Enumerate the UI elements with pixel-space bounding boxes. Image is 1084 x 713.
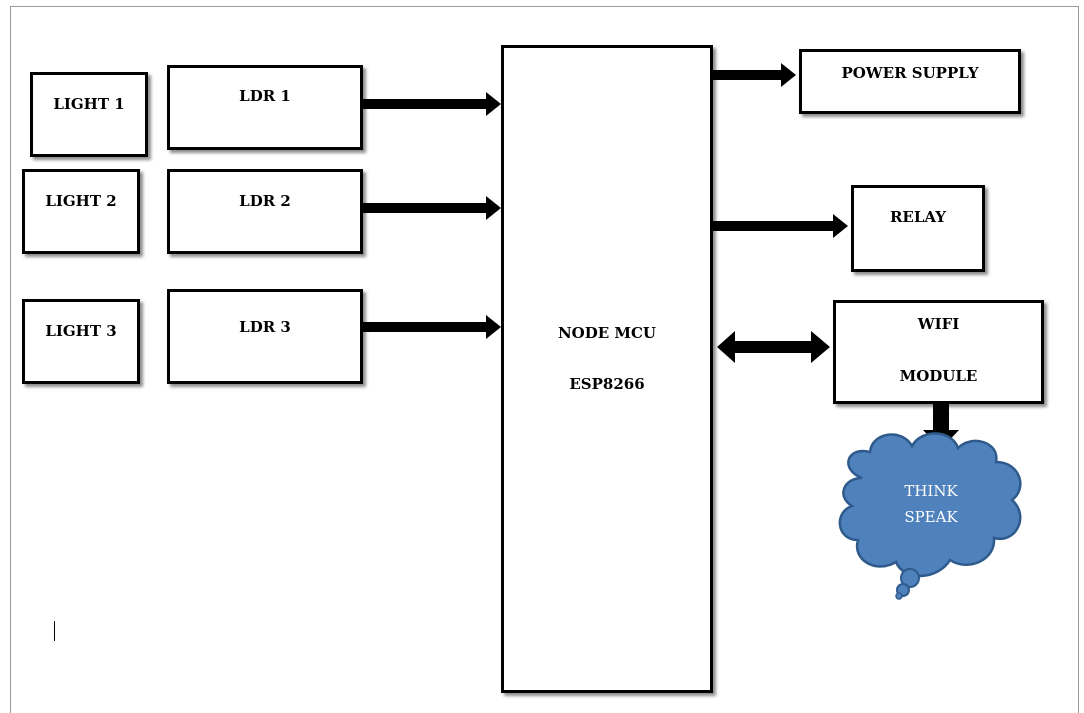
ldr-1-label: LDR 1: [239, 87, 291, 105]
relay-box: RELAY: [851, 185, 985, 272]
module-label: MODULE: [899, 367, 978, 385]
light-2-label: LIGHT 2: [45, 192, 117, 210]
arrow-mcu-to-power: [713, 63, 796, 87]
light-3-label: LIGHT 3: [45, 322, 117, 340]
cloud-bubble-large: [900, 568, 920, 588]
arrow-ldr2-to-mcu: [363, 196, 501, 220]
cloud-label-think: THINK: [904, 482, 958, 500]
power-supply-label: POWER SUPPLY: [841, 64, 979, 82]
page-frame: [10, 6, 1079, 713]
ldr-2-box: LDR 2: [167, 169, 363, 254]
node-mcu-box: NODE MCU ESP8266: [501, 45, 713, 693]
arrow-ldr3-to-mcu: [363, 315, 501, 339]
ldr-3-label: LDR 3: [239, 318, 291, 336]
arrow-mcu-to-relay: [713, 214, 848, 238]
light-3-box: LIGHT 3: [22, 299, 140, 384]
cloud-shape: [838, 432, 1022, 578]
arrow-mcu-wifi-bidirectional: [717, 331, 830, 363]
ldr-1-box: LDR 1: [167, 65, 363, 150]
power-supply-box: POWER SUPPLY: [799, 49, 1021, 114]
thinkspeak-cloud: THINK SPEAK: [838, 432, 1022, 600]
node-mcu-label: NODE MCU: [557, 324, 657, 342]
wifi-label: WIFI: [917, 315, 960, 333]
esp8266-label: ESP8266: [569, 375, 645, 393]
arrow-ldr1-to-mcu: [363, 92, 501, 116]
light-1-label: LIGHT 1: [53, 95, 125, 113]
light-1-box: LIGHT 1: [30, 72, 148, 157]
relay-label: RELAY: [889, 208, 947, 226]
ldr-2-label: LDR 2: [239, 192, 291, 210]
cloud-label-speak: SPEAK: [904, 508, 958, 526]
cloud-bubble-tiny: [895, 592, 903, 600]
wifi-module-box: WIFI MODULE: [833, 300, 1044, 404]
ldr-3-box: LDR 3: [167, 289, 363, 384]
light-2-box: LIGHT 2: [22, 169, 140, 254]
text-cursor: [54, 621, 55, 641]
